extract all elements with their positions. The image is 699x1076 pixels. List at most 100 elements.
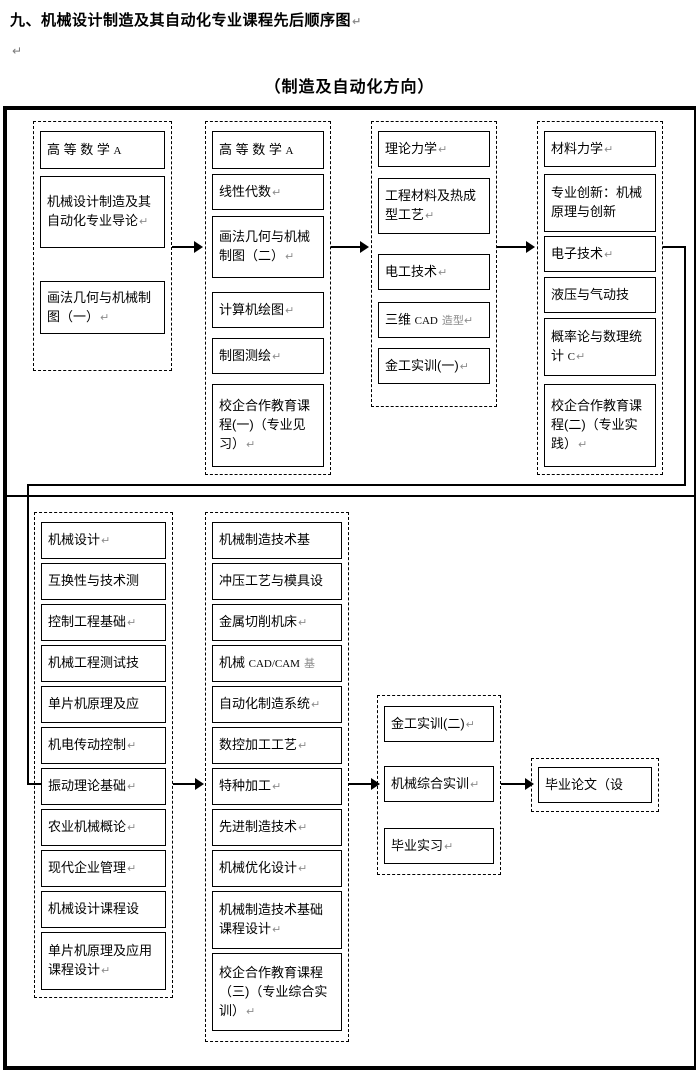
- course-label: 互换性与技术测: [48, 573, 140, 588]
- course-box[interactable]: 概率论与数理统计 C↵: [544, 318, 656, 376]
- arrow-head: [194, 241, 203, 253]
- course-label: 现代企业管理↵: [48, 860, 137, 875]
- page-title: 九、机械设计制造及其自动化专业课程先后顺序图↵: [10, 10, 362, 33]
- course-box[interactable]: 机械综合实训↵: [384, 766, 494, 802]
- course-box[interactable]: 自动化制造系统↵: [212, 686, 342, 723]
- page-title-text: 九、机械设计制造及其自动化专业课程先后顺序图: [10, 12, 352, 29]
- connector-line: [27, 484, 29, 785]
- course-box[interactable]: 毕业论文（设: [538, 767, 652, 803]
- course-label: 制图测绘↵: [219, 347, 282, 363]
- course-group-semester-2: [205, 121, 331, 475]
- course-box[interactable]: 金工实训(一)↵: [378, 348, 490, 384]
- course-label: 机械设计制造及其自动化专业导论↵: [47, 194, 152, 228]
- course-group-semester-5: [34, 512, 173, 998]
- connector-line: [331, 246, 361, 248]
- course-label: 画法几何与机械制图（二）↵: [219, 229, 311, 263]
- course-box[interactable]: 机械制造技术基: [212, 522, 342, 559]
- course-label: 振动理论基础↵: [48, 778, 137, 793]
- connector-line: [497, 246, 527, 248]
- pilcrow-mark: ↵: [352, 16, 362, 28]
- course-box[interactable]: 计算机绘图↵: [212, 292, 324, 328]
- course-label: 画法几何与机械制图（一）↵: [47, 289, 152, 324]
- course-label: 高 等 数 学 A: [219, 141, 294, 157]
- course-label: 三维 CAD 造型↵: [385, 311, 474, 327]
- arrow-head: [195, 778, 204, 790]
- course-box[interactable]: 校企合作教育课程（三)（专业综合实训）↵: [212, 953, 342, 1031]
- course-box[interactable]: 数控加工工艺↵: [212, 727, 342, 764]
- course-label: 冲压工艺与模具设: [219, 573, 324, 588]
- course-box[interactable]: 线性代数↵: [212, 174, 324, 210]
- course-label: 毕业论文（设: [545, 776, 624, 792]
- course-label: 机械制造技术基: [219, 532, 311, 547]
- course-label: 金工实训(一)↵: [385, 357, 469, 373]
- course-box[interactable]: 农业机械概论↵: [41, 809, 166, 846]
- arrow-head: [371, 778, 380, 790]
- course-label: 先进制造技术↵: [219, 819, 308, 834]
- connector-line: [27, 783, 52, 785]
- course-label: 机械设计↵: [48, 532, 111, 547]
- course-box[interactable]: 机械优化设计↵: [212, 850, 342, 887]
- course-box[interactable]: 机械工程测试技: [41, 645, 166, 682]
- course-box[interactable]: 三维 CAD 造型↵: [378, 302, 490, 338]
- course-box[interactable]: 电工技术↵: [378, 254, 490, 290]
- course-group-semester-3: [371, 121, 497, 407]
- course-box[interactable]: 画法几何与机械制图（一）↵: [40, 281, 165, 334]
- course-label: 计算机绘图↵: [219, 301, 295, 317]
- course-box[interactable]: 毕业实习↵: [384, 828, 494, 864]
- course-box[interactable]: 高 等 数 学 A: [40, 131, 165, 169]
- course-label: 电工技术↵: [385, 263, 448, 279]
- course-box[interactable]: 冲压工艺与模具设: [212, 563, 342, 600]
- course-label: 单片机原理及应: [48, 696, 140, 711]
- course-box[interactable]: 单片机原理及应: [41, 686, 166, 723]
- course-box[interactable]: 制图测绘↵: [212, 338, 324, 374]
- course-label: 农业机械概论↵: [48, 819, 137, 834]
- empty-paragraph-mark: ↵: [12, 44, 23, 58]
- course-box[interactable]: 电子技术↵: [544, 236, 656, 272]
- course-box[interactable]: 机械设计↵: [41, 522, 166, 559]
- course-box[interactable]: 金工实训(二)↵: [384, 706, 494, 742]
- course-group-semester-6: [205, 512, 349, 1042]
- course-box[interactable]: 振动理论基础↵: [41, 768, 166, 805]
- course-box[interactable]: 机械设计课程设: [41, 891, 166, 928]
- course-label: 校企合作教育课程(二)（专业实践）↵: [551, 398, 643, 451]
- course-box[interactable]: 机械设计制造及其自动化专业导论↵: [40, 176, 165, 248]
- course-box[interactable]: 理论力学↵: [378, 131, 490, 167]
- course-label: 液压与气动技: [551, 286, 630, 302]
- course-box[interactable]: 液压与气动技: [544, 277, 656, 313]
- arrow-head: [525, 778, 534, 790]
- course-box[interactable]: 互换性与技术测: [41, 563, 166, 600]
- course-box[interactable]: 特种加工↵: [212, 768, 342, 805]
- course-box[interactable]: 材料力学↵: [544, 131, 656, 167]
- course-label: 电子技术↵: [551, 245, 614, 261]
- course-box[interactable]: 专业创新：机械原理与创新: [544, 174, 656, 232]
- course-box[interactable]: 先进制造技术↵: [212, 809, 342, 846]
- connector-line: [663, 246, 686, 248]
- course-label: 机械工程测试技: [48, 655, 140, 670]
- course-box[interactable]: 金属切削机床↵: [212, 604, 342, 641]
- course-label: 机械优化设计↵: [219, 860, 308, 875]
- course-label: 金属切削机床↵: [219, 614, 308, 629]
- course-box[interactable]: 机械 CAD/CAM 基: [212, 645, 342, 682]
- course-box[interactable]: 工程材料及热成型工艺↵: [378, 178, 490, 234]
- course-box[interactable]: 校企合作教育课程(二)（专业实践）↵: [544, 384, 656, 467]
- course-box[interactable]: 单片机原理及应用课程设计↵: [41, 932, 166, 990]
- course-box[interactable]: 校企合作教育课程(一)（专业见习）↵: [212, 384, 324, 467]
- course-box[interactable]: 控制工程基础↵: [41, 604, 166, 641]
- connector-line: [349, 783, 373, 785]
- arrow-head: [360, 241, 369, 253]
- course-box[interactable]: 高 等 数 学 A: [212, 131, 324, 169]
- course-box[interactable]: 画法几何与机械制图（二）↵: [212, 216, 324, 278]
- course-group-semester-1: [33, 121, 172, 371]
- course-box[interactable]: 机电传动控制↵: [41, 727, 166, 764]
- course-label: 机电传动控制↵: [48, 737, 137, 752]
- course-box[interactable]: 机械制造技术基础课程设计↵: [212, 891, 342, 949]
- course-box[interactable]: 现代企业管理↵: [41, 850, 166, 887]
- connector-line: [172, 246, 196, 248]
- course-label: 概率论与数理统计 C↵: [551, 329, 643, 363]
- course-label: 特种加工↵: [219, 778, 282, 793]
- course-label: 高 等 数 学 A: [47, 141, 122, 157]
- course-label: 工程材料及热成型工艺↵: [385, 188, 477, 222]
- course-label: 专业创新：机械原理与创新: [551, 185, 643, 219]
- course-label: 线性代数↵: [219, 183, 282, 199]
